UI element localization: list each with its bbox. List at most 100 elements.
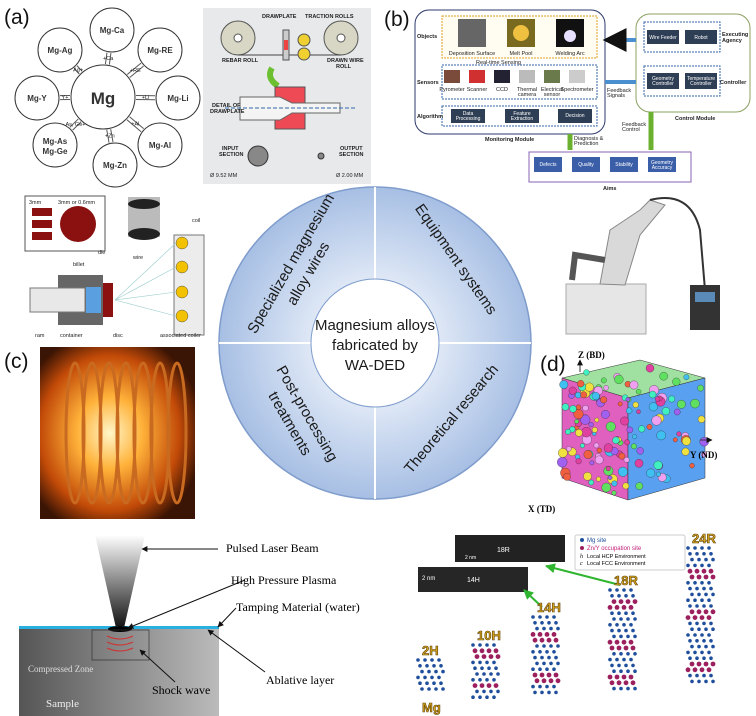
mg-site xyxy=(633,686,637,691)
mg-site xyxy=(535,644,539,648)
mg-site xyxy=(704,627,708,631)
aim-box xyxy=(610,157,638,172)
arrow-label: Ag+ xyxy=(73,67,83,73)
mg-site xyxy=(425,664,429,668)
axis-y-label: Y (ND) xyxy=(690,450,717,460)
mg-site xyxy=(487,666,491,670)
drawn-wire-roll-label: DRAWN WIRE xyxy=(327,58,364,64)
mg-site xyxy=(688,639,692,643)
grain xyxy=(673,408,681,416)
laser-beam xyxy=(95,535,145,628)
grain xyxy=(566,446,572,452)
mg-site xyxy=(626,634,630,639)
grain xyxy=(620,416,629,426)
axis-x-label: X (TD) xyxy=(528,504,555,514)
mg-site xyxy=(540,655,544,660)
zny-site xyxy=(534,678,540,684)
mg-site xyxy=(631,611,635,615)
output-section-label-2: SECTION xyxy=(339,152,363,158)
mg-site xyxy=(471,695,475,699)
alloy-label: Mg-Y xyxy=(27,94,47,103)
algorithm-box xyxy=(451,109,485,123)
coil-spool xyxy=(175,236,189,250)
zny-site xyxy=(630,680,636,686)
mg-site xyxy=(624,611,628,615)
mg-site xyxy=(538,650,542,654)
label-coiler: associated coiler xyxy=(160,333,201,339)
grain xyxy=(690,398,700,409)
alloy-node xyxy=(89,7,135,65)
zny-site xyxy=(696,661,702,667)
grain xyxy=(629,380,639,390)
alloy-label: Mg-As xyxy=(43,137,68,146)
plasma-label: High Pressure Plasma xyxy=(231,573,337,587)
aim-label: Geometry xyxy=(651,160,673,166)
tem-image-18r xyxy=(455,535,565,562)
grain xyxy=(626,426,634,434)
object-label: Deposition Surface xyxy=(449,51,495,57)
mg-site xyxy=(631,594,635,598)
mg-site xyxy=(702,639,706,643)
grain xyxy=(565,428,571,435)
zny-site xyxy=(696,609,702,615)
grain xyxy=(677,399,686,409)
grain xyxy=(558,448,568,458)
grain xyxy=(635,389,642,395)
mg-site xyxy=(624,594,628,598)
mg-site xyxy=(629,588,633,592)
grain xyxy=(622,482,630,490)
mg-site xyxy=(686,546,690,550)
grain xyxy=(614,374,624,384)
zny-site xyxy=(539,672,545,678)
legend-c-symbol: c xyxy=(580,561,583,567)
grain xyxy=(569,405,577,413)
mg-site xyxy=(482,672,486,676)
mg-site xyxy=(418,681,422,685)
zny-site xyxy=(625,599,631,604)
zny-site xyxy=(614,605,620,610)
grain xyxy=(603,385,609,391)
mg-site xyxy=(690,557,694,562)
research-areas-ring: Magnesium alloys fabricated by WA-DED Sp… xyxy=(218,186,532,500)
mg-site xyxy=(686,633,690,637)
zny-site xyxy=(694,568,700,574)
alloy-circle xyxy=(32,122,78,168)
mg-site xyxy=(633,669,637,673)
sensor-label: Spectrometer xyxy=(560,87,593,93)
zny-site xyxy=(493,648,499,654)
grain xyxy=(623,456,630,463)
label-container: container xyxy=(60,333,83,339)
drawn-wire-roll-label-2: ROLL xyxy=(336,64,352,70)
mg-site xyxy=(489,672,493,676)
tem-image-14h xyxy=(418,567,528,592)
grain xyxy=(632,401,639,408)
grain xyxy=(575,404,582,410)
grain xyxy=(594,455,604,465)
sensor-image xyxy=(544,70,560,83)
grain xyxy=(605,466,611,472)
grain xyxy=(605,421,616,432)
mg-site xyxy=(547,690,551,695)
executing-box xyxy=(647,30,679,44)
alloy-label: Mg-Al xyxy=(149,141,171,150)
alloy-circle xyxy=(37,27,83,73)
tem-14h-scale: 2 nm xyxy=(422,576,435,582)
mg-site xyxy=(533,655,537,660)
mg-site xyxy=(540,690,544,695)
zny-site xyxy=(488,654,494,659)
mg-site xyxy=(485,643,489,647)
zny-site xyxy=(689,574,695,580)
grain xyxy=(607,475,613,480)
tem-18r-label: 18R xyxy=(497,547,510,554)
feedback-signals-label: Signals xyxy=(607,93,625,99)
grain xyxy=(581,426,592,438)
mg-site xyxy=(690,592,694,597)
mg-site xyxy=(693,650,697,655)
input-diameter: Ø 9.52 MM xyxy=(210,173,238,179)
mg-site xyxy=(709,621,713,626)
mg-site xyxy=(709,604,713,608)
grain xyxy=(580,414,591,425)
label-disc: disc xyxy=(113,333,123,339)
mg-site xyxy=(538,667,542,671)
alloy-node xyxy=(14,75,71,121)
